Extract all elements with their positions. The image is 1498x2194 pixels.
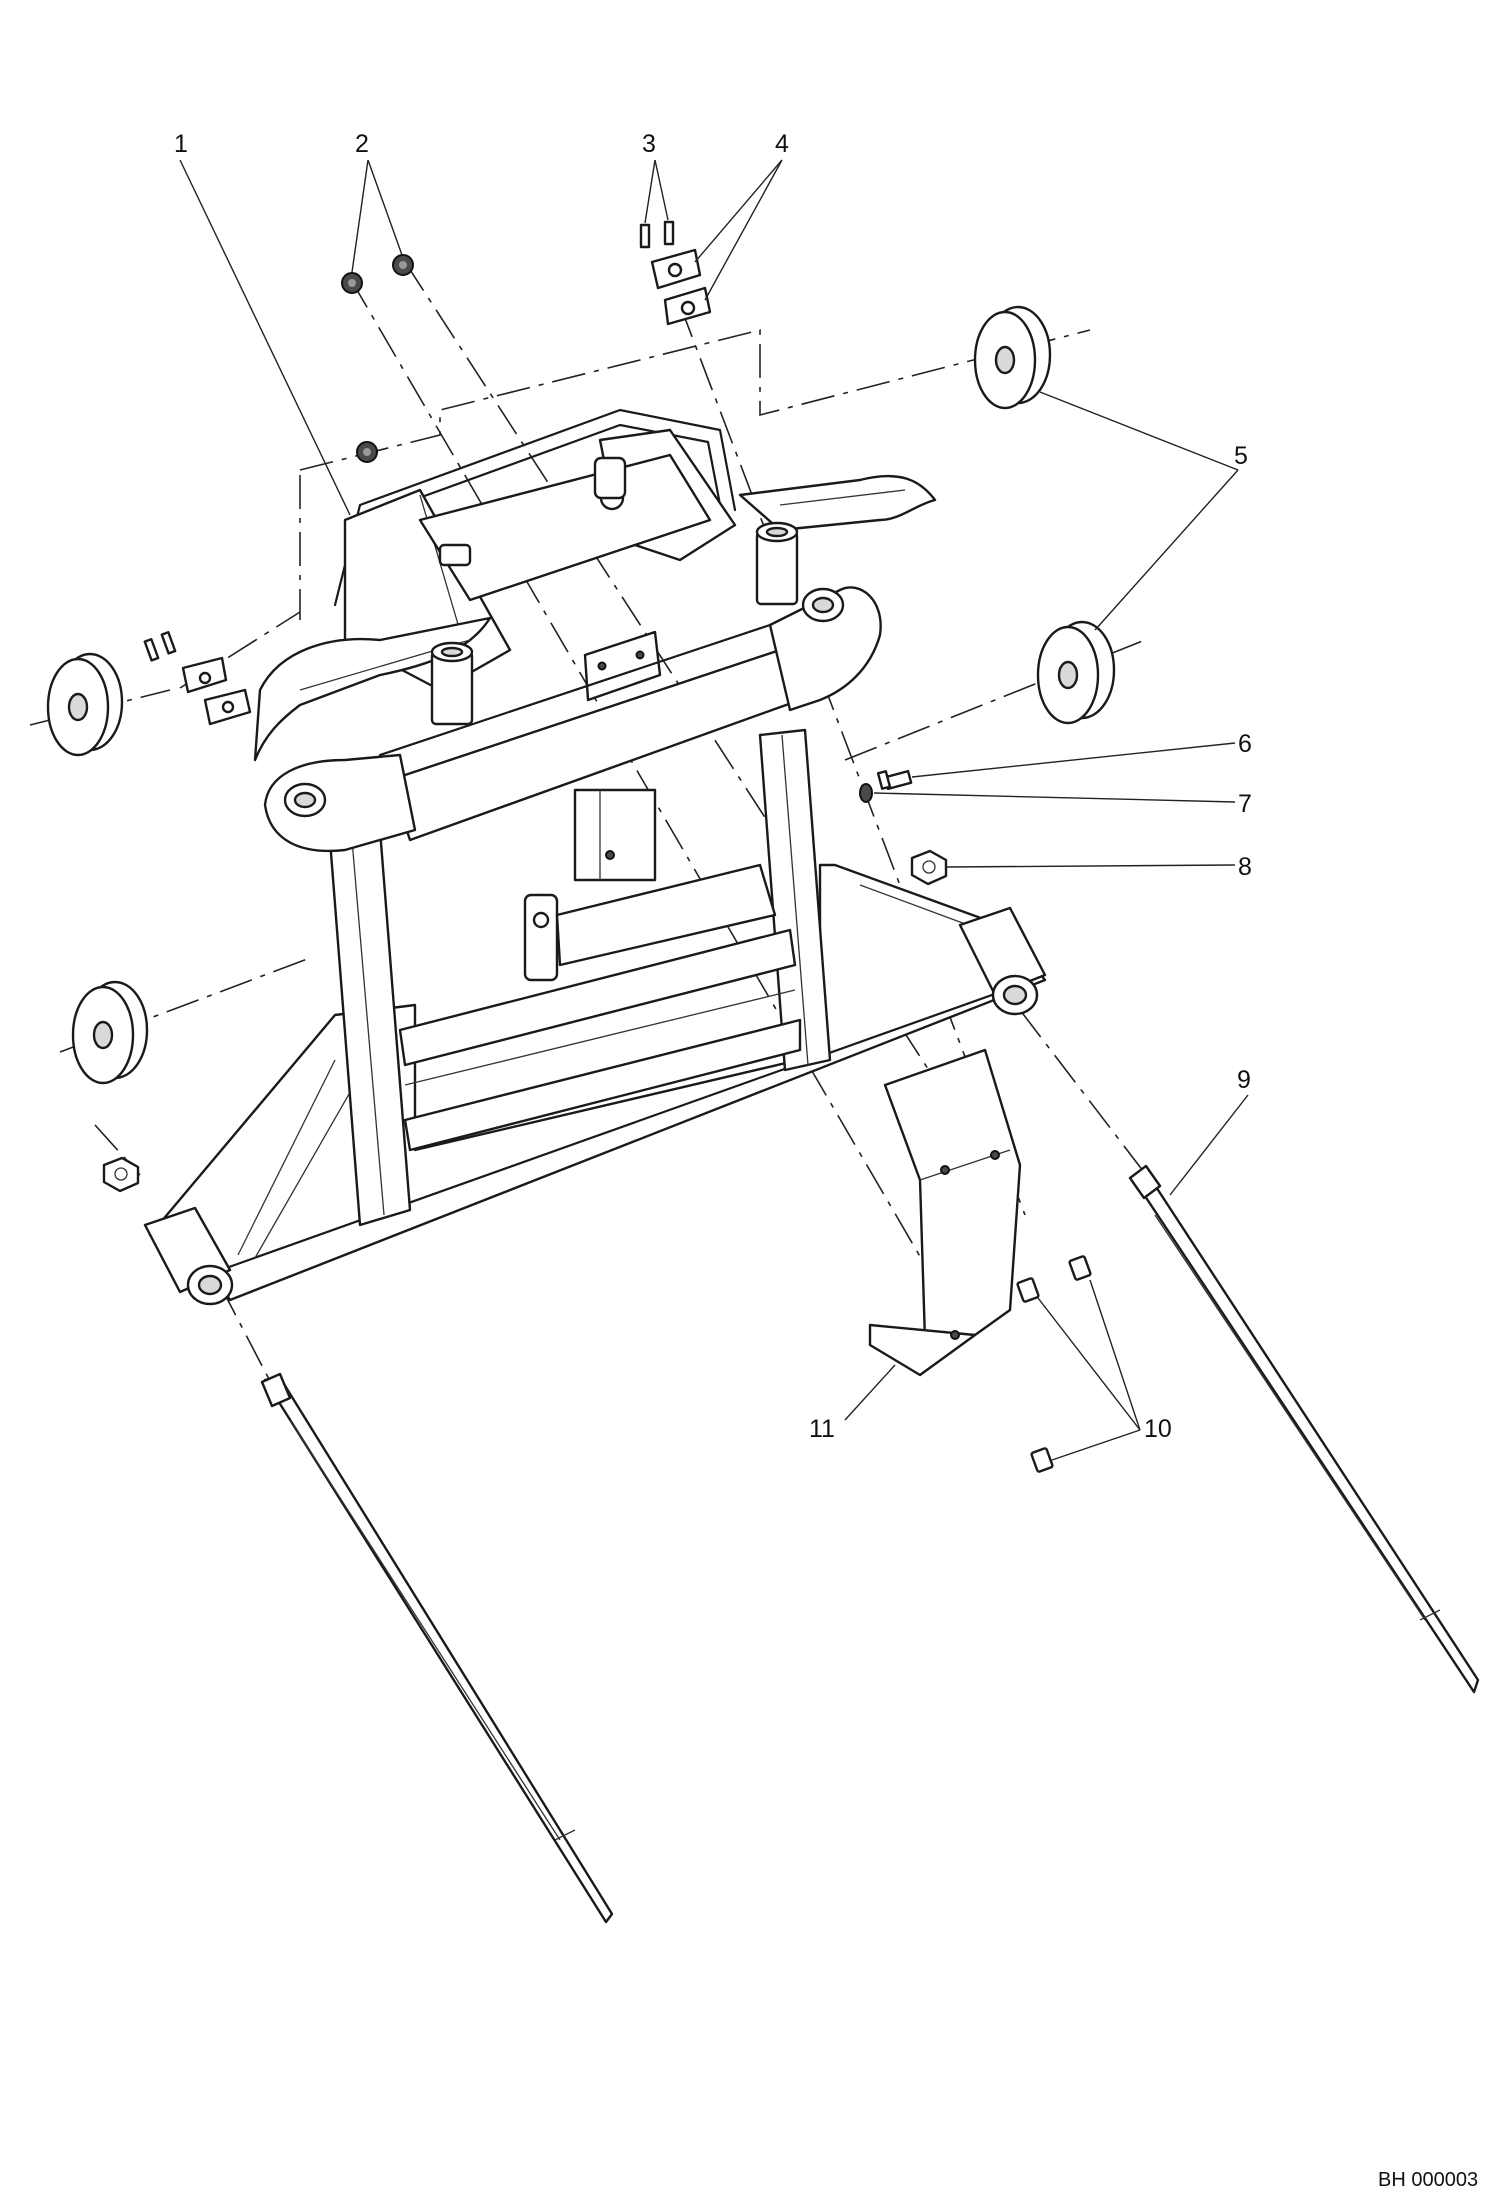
left-upright-tube bbox=[430, 641, 474, 726]
callout-11: 11 bbox=[809, 1415, 835, 1443]
callout-4: 4 bbox=[775, 130, 789, 158]
leader-lines bbox=[179, 159, 1249, 1461]
callout-2: 2 bbox=[355, 130, 369, 158]
part-2-sleeves bbox=[341, 254, 414, 463]
tilt-link bbox=[523, 788, 777, 982]
roller-top-left bbox=[46, 652, 124, 757]
callout-8: 8 bbox=[1238, 853, 1252, 881]
callout-labels: 1 2 3 4 5 6 7 8 9 10 11 bbox=[174, 130, 1252, 1443]
part-9-tines bbox=[260, 1164, 1480, 1924]
callout-6: 6 bbox=[1238, 730, 1252, 758]
part-8-nuts bbox=[102, 849, 948, 1193]
callout-1: 1 bbox=[174, 130, 188, 158]
callout-9: 9 bbox=[1237, 1066, 1251, 1094]
upper-carriage bbox=[253, 408, 937, 982]
left-pivot-bushing bbox=[143, 1206, 234, 1306]
part-4-clamps bbox=[181, 248, 712, 726]
part-3-screws bbox=[143, 220, 675, 662]
callout-5: 5 bbox=[1234, 442, 1248, 470]
callout-7: 7 bbox=[1238, 790, 1252, 818]
tine-right bbox=[1128, 1164, 1480, 1694]
part-5-guide-rollers bbox=[46, 305, 1116, 1085]
roller-bottom-left bbox=[71, 980, 149, 1085]
part-7-washer bbox=[859, 783, 873, 803]
roller-mid-right bbox=[1036, 620, 1116, 725]
part-6-bolt bbox=[876, 769, 913, 791]
callout-3: 3 bbox=[642, 130, 656, 158]
roller-top-right bbox=[973, 305, 1052, 410]
frame-base bbox=[143, 728, 1047, 1306]
part-11-guard-plate bbox=[868, 1048, 1022, 1377]
tine-left bbox=[260, 1372, 614, 1924]
right-upright-tube bbox=[755, 521, 799, 606]
part-10-screws bbox=[1016, 1255, 1092, 1473]
drawing-reference-number: BH 000003 bbox=[1378, 2169, 1478, 2191]
callout-10: 10 bbox=[1144, 1415, 1172, 1443]
right-pivot-bushing bbox=[958, 906, 1047, 1016]
